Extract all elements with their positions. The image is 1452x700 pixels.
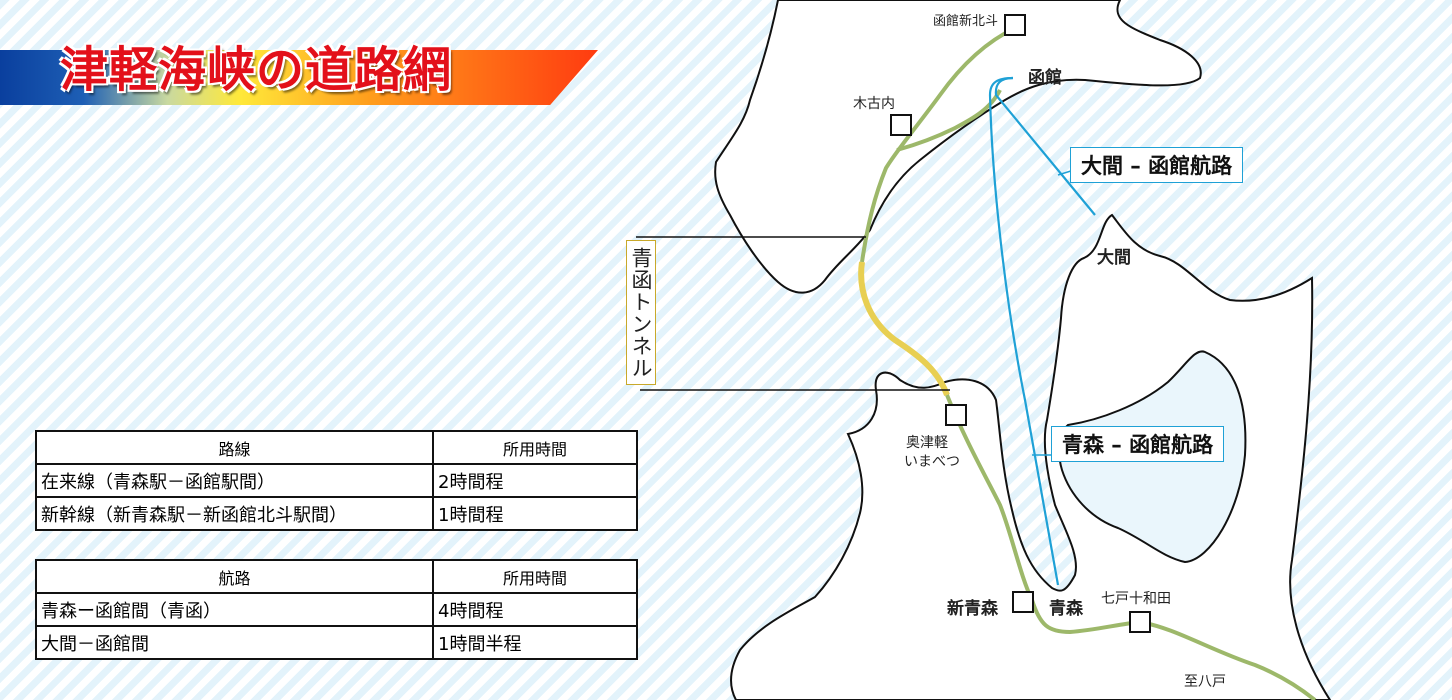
table-row: 青森ー函館間（青函） 4時間程 — [35, 592, 638, 627]
title-band — [0, 50, 598, 105]
honshu-landmass — [730, 213, 1332, 700]
table-row: 大間－函館間 1時間半程 — [35, 625, 638, 660]
ferry-header-route: 航路 — [35, 559, 434, 594]
rail-route-cell: 在来線（青森駅－函館駅間） — [35, 463, 434, 498]
rail-header-route: 路線 — [35, 430, 434, 465]
rail-route-cell: 新幹線（新青森駅－新函館北斗駅間） — [35, 496, 434, 531]
ferry-time-cell: 1時間半程 — [432, 625, 638, 660]
conventional-line-hakodate — [896, 89, 1002, 152]
ferry-route-cell: 大間－函館間 — [35, 625, 434, 660]
shinkansen-line-honshu — [945, 394, 1141, 635]
station-kikonai — [890, 114, 912, 136]
rail-time-cell: 2時間程 — [432, 463, 638, 498]
aomori-hakodate-route-box: 青森 – 函館航路 — [1051, 426, 1225, 462]
label-shichinohe: 七戸十和田 — [1101, 591, 1171, 607]
ferry-route-aomori-hakodate — [988, 76, 1060, 586]
station-shichinohe — [1129, 611, 1151, 633]
line-to-hachinohe — [1139, 620, 1317, 700]
rail-time-table: 路線 所用時間 在来線（青森駅－函館駅間） 2時間程 新幹線（新青森駅－新函館北… — [35, 430, 638, 531]
ferry-time-cell: 4時間程 — [432, 592, 638, 627]
label-kikonai: 木古内 — [853, 96, 895, 112]
label-shin-hakodate-hokuto: 函館新北斗 — [933, 14, 999, 29]
table-header-row: 航路 所用時間 — [35, 559, 638, 594]
label-shin-aomori: 新青森 — [947, 599, 998, 619]
ferry-route-oma-hakodate — [994, 76, 1096, 216]
label-okutsugaru: 奥津軽 — [906, 435, 948, 451]
seikan-tunnel-label: 青函トンネル — [626, 240, 656, 385]
page-title: 津軽海峡の道路網 — [60, 42, 453, 98]
station-okutsugaru — [945, 404, 967, 426]
oma-hakodate-route-box: 大間 – 函館航路 — [1070, 147, 1244, 183]
label-hakodate: 函館 — [1028, 68, 1062, 88]
table-row: 在来線（青森駅－函館駅間） 2時間程 — [35, 463, 638, 498]
ferry-time-table: 航路 所用時間 青森ー函館間（青函） 4時間程 大間－函館間 1時間半程 — [35, 559, 638, 660]
label-aomori: 青森 — [1049, 599, 1083, 619]
hokkaido-landmass — [714, 0, 1202, 294]
ferry-route-cell: 青森ー函館間（青函） — [35, 592, 434, 627]
table-header-row: 路線 所用時間 — [35, 430, 638, 465]
seikan-tunnel-line — [858, 261, 950, 397]
label-hachinohe: 至八戸 — [1184, 674, 1226, 690]
table-row: 新幹線（新青森駅－新函館北斗駅間） 1時間程 — [35, 496, 638, 531]
ferry-header-time: 所用時間 — [432, 559, 638, 594]
station-shin-aomori — [1012, 591, 1034, 613]
station-shin-hakodate-hokuto — [1004, 14, 1026, 36]
label-oma: 大間 — [1097, 248, 1131, 268]
rail-header-time: 所用時間 — [432, 430, 638, 465]
rail-time-cell: 1時間程 — [432, 496, 638, 531]
label-okutsugaru-kana: いまべつ — [904, 454, 960, 470]
